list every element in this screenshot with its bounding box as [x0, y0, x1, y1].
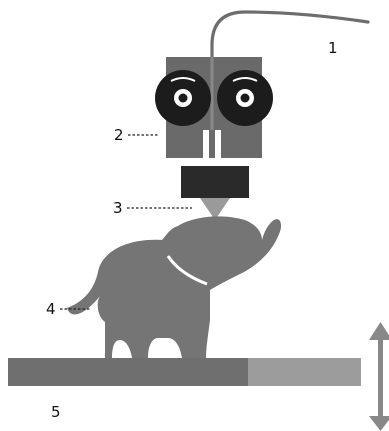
- vertical-axis-arrow-icon: [369, 322, 389, 431]
- printed-elephant-icon: [67, 216, 282, 358]
- build-plate: [8, 358, 361, 386]
- filament-strand: [210, 10, 370, 142]
- label-5: 5: [51, 403, 61, 421]
- left-drive-wheel-icon: [155, 70, 211, 126]
- label-3: 3: [113, 199, 123, 217]
- nozzle-icon: [200, 198, 230, 220]
- label-4: 4: [46, 300, 56, 318]
- label-1: 1: [328, 39, 338, 57]
- feed-tube: [203, 130, 221, 166]
- elephant-ear-highlight: [166, 255, 208, 286]
- label-2: 2: [114, 126, 124, 144]
- hot-end-block: [181, 166, 249, 198]
- right-drive-wheel-icon: [217, 70, 273, 126]
